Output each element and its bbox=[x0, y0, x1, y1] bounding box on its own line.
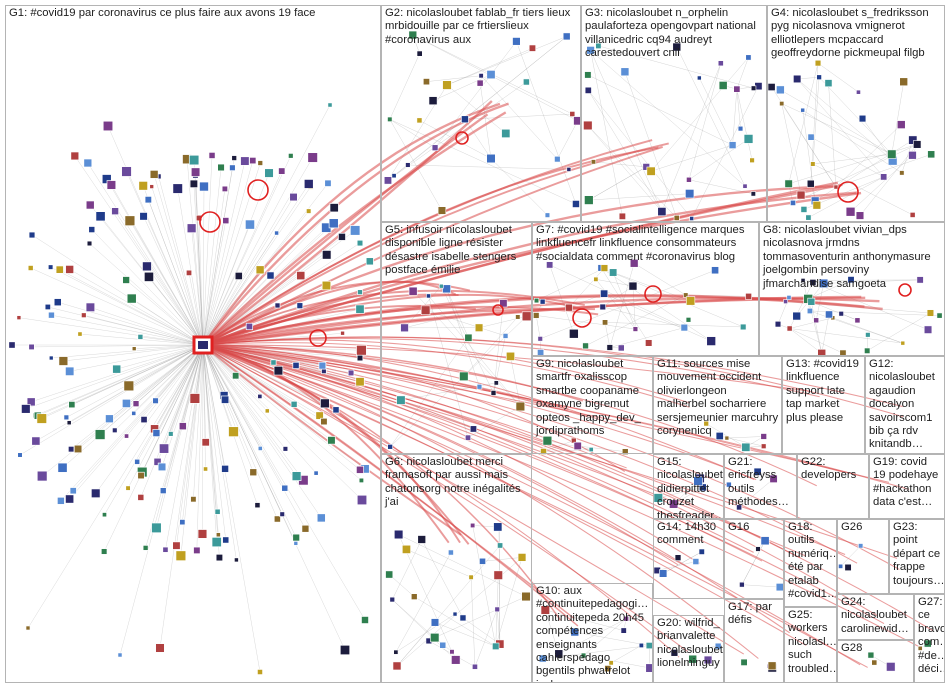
group-box-g20: G20: wilfrid_ brianvalette nicolasloubet… bbox=[653, 615, 724, 683]
group-label-g18: G18: outils numériq… été par etalab #cov… bbox=[788, 521, 834, 601]
group-box-g12: G12: nicolasloubet agaudion docalyon sav… bbox=[865, 356, 945, 454]
group-label-g4: G4: nicolasloubet s_fredriksson pyg nico… bbox=[771, 7, 942, 61]
group-label-g26: G26 bbox=[841, 521, 886, 534]
group-box-g25: G25: workers nicolasl… such troubled… bbox=[784, 607, 837, 683]
group-box-g2: G2: nicolasloubet fablab_fr tiers lieux … bbox=[381, 5, 581, 222]
group-box-g16: G16 bbox=[724, 519, 784, 599]
group-box-g14: G14: 14h30 comment bbox=[653, 519, 724, 599]
group-label-g22: G22: developers bbox=[801, 456, 866, 483]
group-label-g14: G14: 14h30 comment bbox=[657, 521, 721, 548]
group-label-g16: G16 bbox=[728, 521, 781, 534]
group-label-g17: G17: par défis bbox=[728, 601, 781, 628]
group-label-g25: G25: workers nicolasl… such troubled… bbox=[788, 609, 834, 676]
group-box-g23: G23: point départ ce frappe toujours… bbox=[889, 519, 945, 594]
group-box-g10: G10: aux #continuitepedagogi… continuite… bbox=[532, 583, 653, 683]
group-box-g13: G13: #covid19 linkfluence support late t… bbox=[782, 356, 865, 454]
group-label-g19: G19: covid 19 podehaye #hackathon data c… bbox=[873, 456, 942, 510]
group-box-g27: G27: ce bravo com… #de… déci… bbox=[914, 594, 945, 683]
group-box-g28: G28 bbox=[837, 640, 914, 683]
group-box-g3: G3: nicolasloubet n_orphelin paulafortez… bbox=[581, 5, 767, 222]
group-label-g20: G20: wilfrid_ brianvalette nicolasloubet… bbox=[657, 617, 721, 671]
group-box-g8: G8: nicolasloubet vivian_dps nicolasnova… bbox=[759, 222, 945, 356]
group-label-g24: G24: nicolasloubet carolinewid… bbox=[841, 596, 911, 636]
group-box-g11: G11: sources mise mouvement occident oli… bbox=[653, 356, 782, 454]
group-box-g15: G15: nicolasloubet didierpittet crouzet … bbox=[653, 454, 724, 519]
group-box-g5: G5: infusoir nicolasloubet disponible li… bbox=[381, 222, 532, 454]
group-box-g7: G7: #covid19 #socialintelligence marques… bbox=[532, 222, 759, 356]
group-label-g7: G7: #covid19 #socialintelligence marques… bbox=[536, 224, 756, 264]
group-label-g27: G27: ce bravo com… #de… déci… bbox=[918, 596, 942, 676]
group-box-g22: G22: developers bbox=[797, 454, 869, 519]
group-box-g1: G1: #covid19 par coronavirus ce plus fai… bbox=[5, 5, 381, 683]
group-label-g11: G11: sources mise mouvement occident oli… bbox=[657, 358, 779, 438]
group-label-g2: G2: nicolasloubet fablab_fr tiers lieux … bbox=[385, 7, 578, 47]
group-box-g26: G26 bbox=[837, 519, 889, 594]
group-label-g5: G5: infusoir nicolasloubet disponible li… bbox=[385, 224, 529, 278]
group-label-g15: G15: nicolasloubet didierpittet crouzet … bbox=[657, 456, 721, 519]
group-label-g21: G21: ericfreyss outils méthodes… bbox=[728, 456, 794, 510]
group-box-g21: G21: ericfreyss outils méthodes… bbox=[724, 454, 797, 519]
group-label-g9: G9: nicolasloubet smartfr oxalisscop sma… bbox=[536, 358, 650, 438]
group-label-g12: G12: nicolasloubet agaudion docalyon sav… bbox=[869, 358, 942, 452]
group-box-g6: G6: nicolasloubet merci framasoft par au… bbox=[381, 454, 532, 683]
group-label-g28: G28 bbox=[841, 642, 911, 655]
group-box-g18: G18: outils numériq… été par etalab #cov… bbox=[784, 519, 837, 607]
group-box-g4: G4: nicolasloubet s_fredriksson pyg nico… bbox=[767, 5, 945, 222]
group-box-g17: G17: par défis bbox=[724, 599, 784, 683]
group-label-g6: G6: nicolasloubet merci framasoft par au… bbox=[385, 456, 529, 510]
group-label-g10: G10: aux #continuitepedagogi… continuite… bbox=[536, 585, 650, 683]
group-box-g24: G24: nicolasloubet carolinewid… bbox=[837, 594, 914, 640]
group-box-g9: G9: nicolasloubet smartfr oxalisscop sma… bbox=[532, 356, 653, 454]
group-label-g1: G1: #covid19 par coronavirus ce plus fai… bbox=[9, 7, 378, 20]
group-label-g23: G23: point départ ce frappe toujours… bbox=[893, 521, 942, 588]
group-label-g13: G13: #covid19 linkfluence support late t… bbox=[786, 358, 862, 425]
group-box-g19: G19: covid 19 podehaye #hackathon data c… bbox=[869, 454, 945, 519]
group-label-g3: G3: nicolasloubet n_orphelin paulafortez… bbox=[585, 7, 764, 61]
group-label-g8: G8: nicolasloubet vivian_dps nicolasnova… bbox=[763, 224, 942, 291]
